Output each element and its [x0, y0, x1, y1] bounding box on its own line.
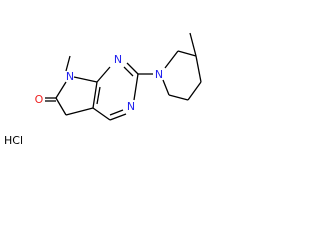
bond-fusion — [92, 81, 98, 109]
bond-c5p-c6p — [168, 94, 189, 101]
bonds — [45, 32, 202, 121]
bond-c6p-npip — [162, 79, 170, 96]
bond-npip-c2p — [164, 50, 179, 69]
bond-n-methyl — [65, 55, 71, 72]
bond-n3-c4-inner — [109, 109, 124, 116]
bond-n1-c2 — [126, 62, 139, 75]
bond-n-carbonyl — [55, 81, 67, 99]
atom-n-pyrimidine-top: N — [114, 53, 122, 66]
atom-labels: N O N N N — [35, 53, 163, 113]
bond-n3-c4 — [109, 113, 127, 121]
structure-canvas: N O N N N HCl — [0, 0, 214, 157]
bond-n1-c2-inner — [123, 66, 134, 77]
bond-c4p-c5p — [187, 81, 202, 101]
bond-c4-c4a — [92, 107, 111, 121]
atom-n-piperidine: N — [155, 68, 163, 81]
atom-n-methyl: N — [66, 70, 74, 83]
bond-n-fusion — [73, 76, 98, 83]
atom-o-carbonyl: O — [35, 93, 44, 106]
bond-c2p-c3p — [177, 50, 197, 57]
salt-label: HCl — [4, 134, 23, 147]
bond-ch2-fusion — [65, 107, 94, 116]
bond-fusion-inner — [96, 86, 101, 105]
molecule-drawing: N O N N N HCl — [4, 32, 202, 147]
bond-c7a-n1 — [96, 66, 111, 83]
bond-c3p-methyl — [189, 32, 197, 57]
bond-c2-n3 — [133, 73, 139, 101]
bond-carbonyl-ch2 — [55, 97, 67, 116]
bond-c3p-c4p — [195, 55, 202, 83]
atom-n-pyrimidine-bottom: N — [127, 100, 135, 113]
